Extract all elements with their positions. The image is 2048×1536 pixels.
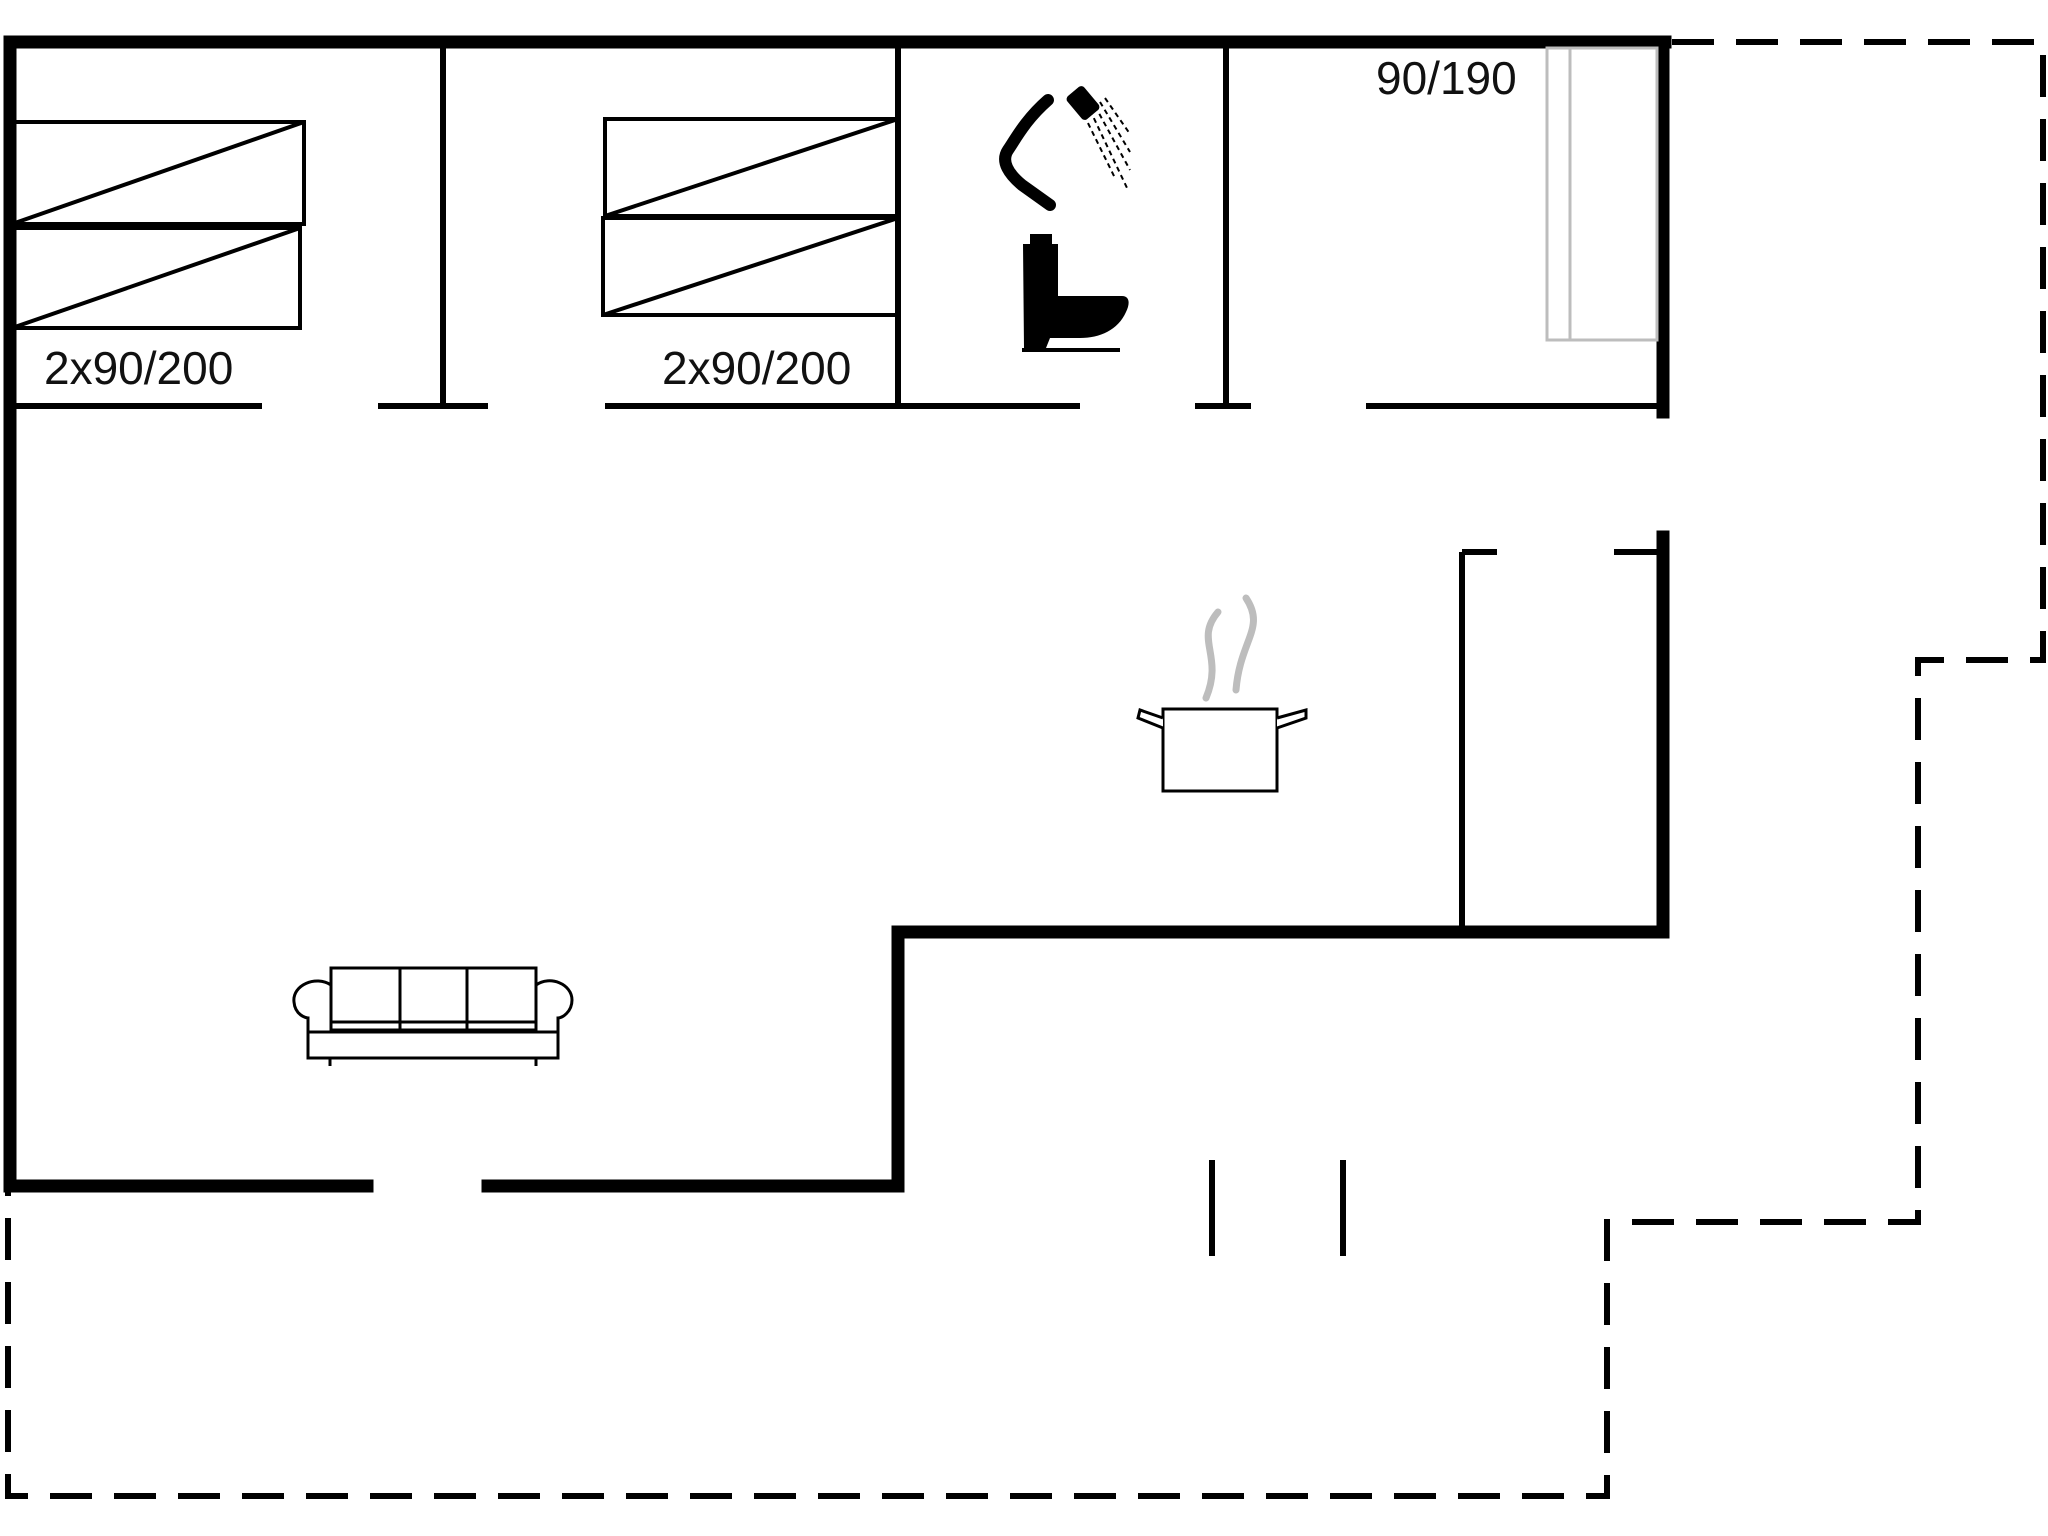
shower-icon <box>999 86 1131 211</box>
bed-left-size-label: 2x90/200 <box>44 342 233 394</box>
bed-left <box>10 120 306 330</box>
cooking-pot-icon <box>1136 594 1308 793</box>
bed-middle <box>601 117 900 317</box>
toilet-icon <box>1022 234 1129 352</box>
sofa-icon <box>292 966 574 1066</box>
bed-right <box>1545 46 1659 342</box>
exterior-walls <box>3 35 1672 1193</box>
bed-right-size-label: 90/190 <box>1376 52 1517 104</box>
interior-walls <box>10 46 1663 1256</box>
terrace-outline <box>5 39 2046 1499</box>
bed-middle-size-label: 2x90/200 <box>662 342 851 394</box>
